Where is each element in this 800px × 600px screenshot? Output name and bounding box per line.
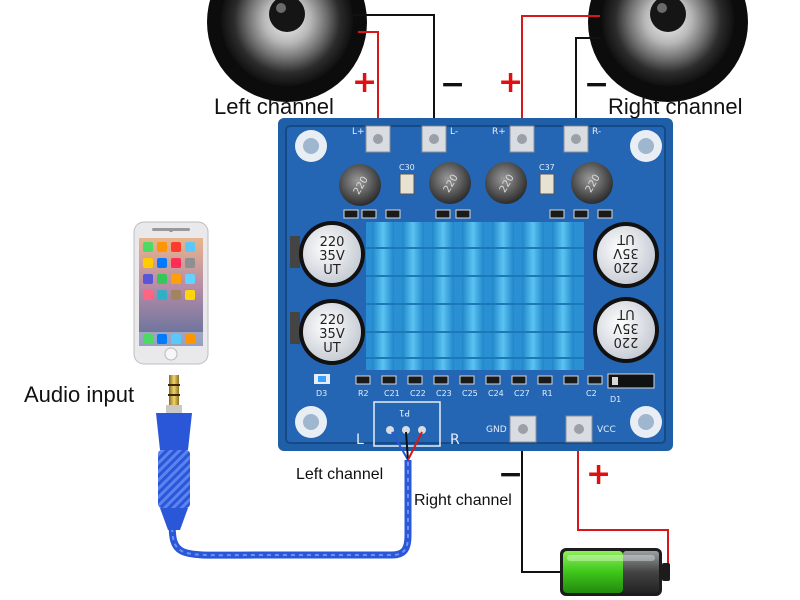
terminal-label-left-minus: L- xyxy=(450,127,458,137)
left-speaker xyxy=(207,0,367,102)
svg-text:220: 220 xyxy=(614,259,639,274)
inductor-1: 220 xyxy=(339,164,381,206)
smartphone xyxy=(133,221,209,365)
svg-text:C27: C27 xyxy=(514,389,530,398)
svg-text:C2: C2 xyxy=(586,389,597,398)
right-speaker xyxy=(588,0,748,102)
inductor-4: 220 xyxy=(571,162,613,204)
sign-right-minus: − xyxy=(584,67,610,102)
vcc-wire xyxy=(577,440,669,572)
right-plus-wire xyxy=(521,15,600,136)
svg-text:35V: 35V xyxy=(613,320,639,335)
svg-text:C22: C22 xyxy=(410,389,426,398)
terminal-label-right-plus: R+ xyxy=(492,127,506,137)
left-plus-wire xyxy=(358,31,379,136)
right-minus-wire xyxy=(575,37,600,136)
top-resistor-row xyxy=(343,209,613,219)
audio-cable xyxy=(168,431,423,559)
label-left-channel-bottom: Left channel xyxy=(296,466,384,483)
svg-text:D1: D1 xyxy=(610,395,621,404)
app-icons xyxy=(139,242,203,346)
power-wires xyxy=(521,440,669,573)
terminal-label-vcc: VCC xyxy=(597,425,616,435)
capacitor-top-left: 220 35V UT xyxy=(290,221,365,287)
power-terminals: GND VCC xyxy=(486,415,616,443)
label-left-channel-top: Left channel xyxy=(214,94,334,119)
terminal-label-left-plus: L+ xyxy=(352,127,365,137)
svg-text:UT: UT xyxy=(617,306,635,321)
signal-wire-right xyxy=(407,431,423,461)
svg-text:220: 220 xyxy=(614,334,639,349)
sign-left-plus: + xyxy=(352,65,378,100)
terminal-label-right-minus: R- xyxy=(592,127,601,137)
bottom-ref-labels: R2 C21 C22 C23 C25 C24 C27 R1 C2 xyxy=(358,389,597,398)
label-right-channel-top: Right channel xyxy=(608,94,743,119)
speaker-wires xyxy=(352,14,600,136)
svg-text:C25: C25 xyxy=(462,389,478,398)
inductor-2: 220 xyxy=(429,162,471,204)
signal-wire-left xyxy=(391,431,409,461)
sign-vcc-plus: + xyxy=(586,457,612,492)
svg-text:P1: P1 xyxy=(399,407,410,417)
mounting-holes xyxy=(295,130,662,438)
svg-text:C24: C24 xyxy=(488,389,504,398)
svg-text:UT: UT xyxy=(323,341,341,356)
svg-text:UT: UT xyxy=(323,263,341,278)
input-letter-left: L xyxy=(356,432,364,448)
svg-text:220: 220 xyxy=(320,313,345,328)
label-right-channel-bottom: Right channel xyxy=(414,492,512,509)
top-smd-parts: C30 C37 xyxy=(399,163,555,195)
terminal-label-gnd: GND xyxy=(486,425,507,435)
svg-text:220: 220 xyxy=(320,235,345,250)
diode-d1: D1 xyxy=(607,373,655,404)
svg-text:35V: 35V xyxy=(319,249,345,264)
signal-wire-ground xyxy=(405,431,409,461)
svg-text:C23: C23 xyxy=(436,389,452,398)
svg-text:R1: R1 xyxy=(542,389,553,398)
amplifier-board: L+ L- R+ R- C30 C37 220 220 220 xyxy=(278,118,673,451)
svg-text:35V: 35V xyxy=(613,245,639,260)
battery xyxy=(560,548,670,596)
sign-left-minus: − xyxy=(440,67,466,102)
svg-text:D3: D3 xyxy=(316,389,327,398)
led-d3: D3 xyxy=(314,374,330,398)
svg-text:35V: 35V xyxy=(319,327,345,342)
output-terminals: L+ L- R+ R- xyxy=(352,125,601,153)
svg-text:R2: R2 xyxy=(358,389,369,398)
label-c37: C37 xyxy=(539,163,555,172)
sign-right-plus: + xyxy=(498,65,524,100)
capacitor-bottom-left: 220 35V UT xyxy=(290,299,365,365)
terminal-right-minus xyxy=(563,125,589,153)
audio-plug xyxy=(156,375,192,530)
label-audio-input: Audio input xyxy=(24,382,135,407)
capacitor-top-right: 220 35V UT xyxy=(593,222,659,288)
sign-gnd-minus: − xyxy=(498,457,524,492)
gnd-wire xyxy=(521,440,560,573)
heatsink xyxy=(366,222,584,370)
svg-text:C21: C21 xyxy=(384,389,400,398)
inductors: 220 220 220 220 xyxy=(339,162,613,206)
label-c30: C30 xyxy=(399,163,415,172)
svg-text:UT: UT xyxy=(617,231,635,246)
bottom-smd-row xyxy=(355,375,603,385)
inductor-3: 220 xyxy=(485,162,527,204)
capacitor-bottom-right: 220 35V UT xyxy=(593,297,659,363)
left-minus-wire xyxy=(352,14,435,136)
input-letter-right: R xyxy=(450,432,460,448)
